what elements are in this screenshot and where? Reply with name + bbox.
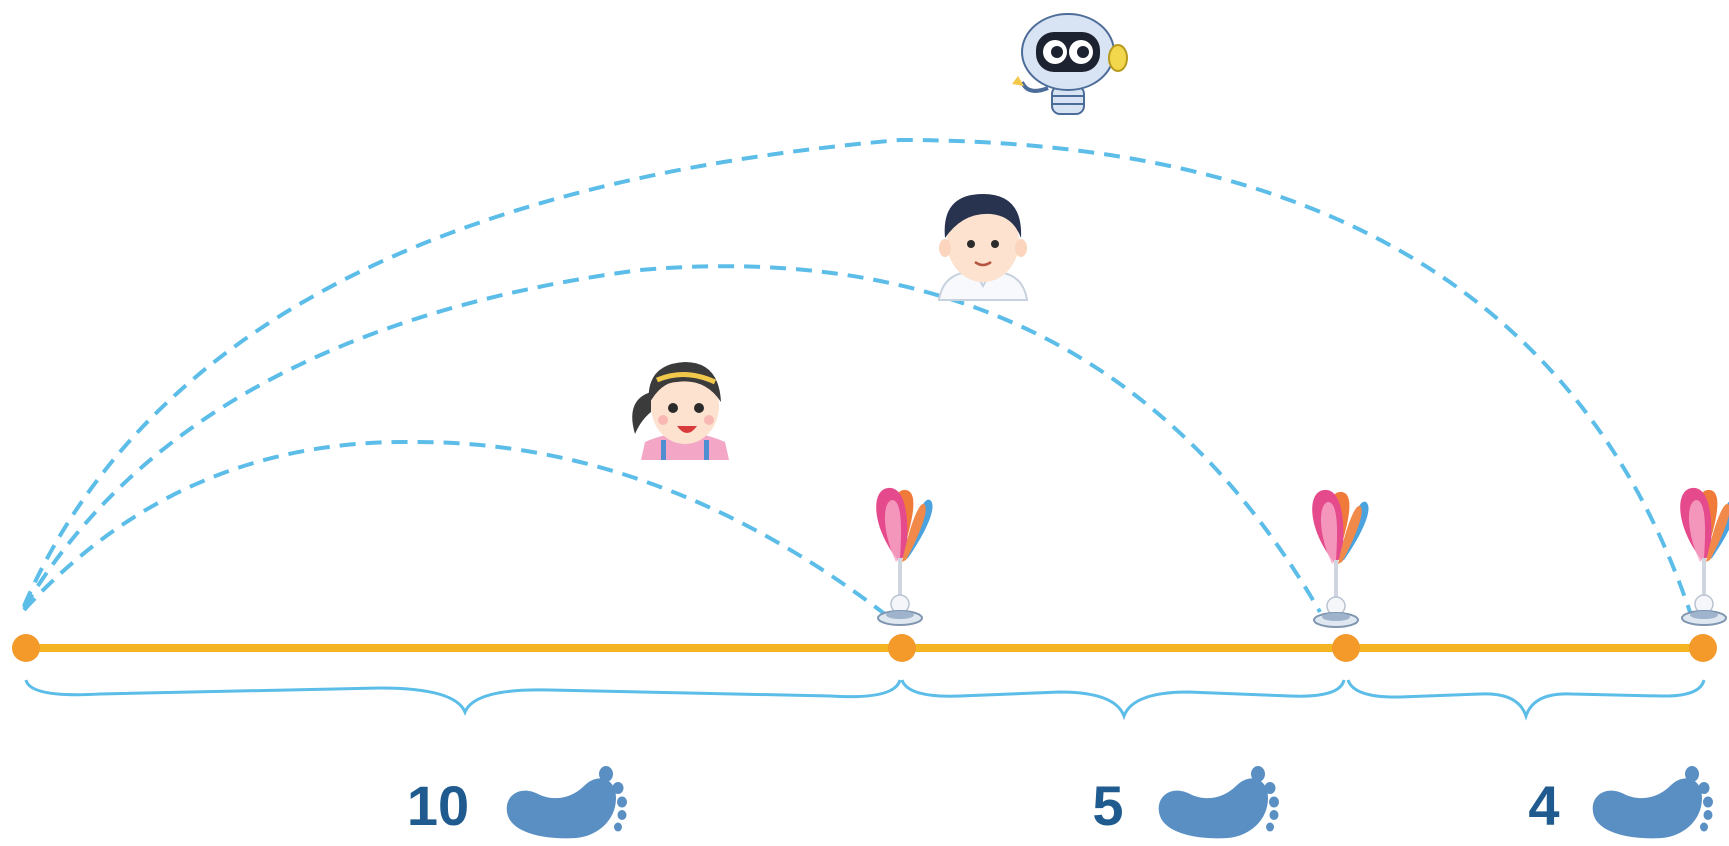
brace-segment-2 (900, 679, 1346, 721)
brace-segment-3 (1346, 679, 1706, 721)
shuttlecock-icon (875, 486, 934, 626)
arc-boy (22, 264, 1322, 613)
footprint-icon (1158, 766, 1279, 839)
segment-3-steps: 4 (1528, 774, 1559, 837)
shuttlecock-icon (1311, 488, 1370, 628)
shuttlecock-icon (1679, 486, 1729, 626)
segment-2-steps: 5 (1092, 774, 1123, 837)
point-girl (888, 634, 916, 662)
segment-1-steps: 10 (407, 774, 469, 837)
boy-face-icon (937, 194, 1029, 301)
point-boy (1332, 634, 1360, 662)
brace-segment-1 (24, 679, 902, 716)
robot-icon (1012, 13, 1128, 115)
footprint-icon (1592, 766, 1713, 839)
girl-face-icon (632, 362, 729, 460)
footprint-icon (506, 766, 627, 839)
arc-girl (22, 439, 892, 620)
start-point (12, 634, 40, 662)
point-robot (1689, 634, 1717, 662)
arc-robot (22, 137, 1692, 613)
